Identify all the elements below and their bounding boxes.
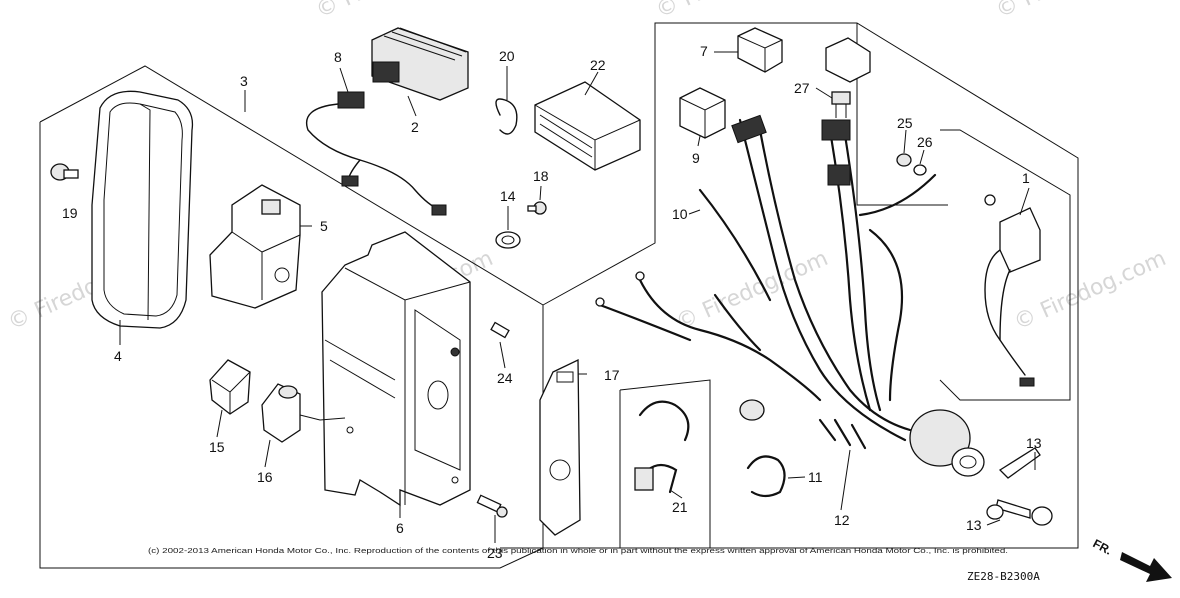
part-5-bracket — [209, 184, 301, 309]
front-direction-label: FR. — [1091, 536, 1115, 557]
watermark-mid: © Firedog.com — [672, 246, 832, 335]
part-7-relay — [737, 27, 783, 73]
callout-26: 26 — [917, 134, 933, 150]
part-20-clip — [495, 98, 518, 135]
part-4-cover — [91, 90, 194, 329]
part-17-plate — [539, 358, 581, 536]
callout-1: 1 — [1022, 170, 1030, 186]
switch-subgroup-outline — [939, 129, 1071, 401]
callout-3: 3 — [240, 73, 248, 89]
callout-21: 21 — [672, 499, 688, 515]
part-12-harness — [595, 114, 937, 450]
callout-25: 25 — [897, 115, 913, 131]
callout-15: 15 — [209, 439, 225, 455]
callout-2: 2 — [411, 119, 419, 135]
part-8-connector-lead — [306, 91, 447, 216]
callout-13-lower: 13 — [966, 517, 982, 533]
part-6-control-panel — [321, 231, 471, 507]
callout-19: 19 — [62, 205, 78, 221]
clamp-subgroup-outline — [619, 379, 711, 548]
callout-27: 27 — [794, 80, 810, 96]
leader-lines — [119, 51, 1036, 543]
watermark-top-left: © Firedog.com — [312, 0, 472, 23]
part-14-clamp — [495, 231, 521, 249]
callout-13-upper: 13 — [1026, 435, 1042, 451]
part-15-switch — [209, 359, 251, 415]
front-direction-indicator: FR. — [1091, 536, 1172, 582]
callout-11: 11 — [808, 469, 823, 485]
part-21-clamp — [634, 400, 690, 494]
part-19-bolt — [50, 163, 79, 181]
watermark-top-mid: © Firedog.com — [652, 0, 812, 23]
callout-10: 10 — [672, 206, 688, 222]
part-26-washer — [913, 164, 927, 176]
callout-labels: 1 2 3 4 5 6 7 8 9 10 11 12 13 13 14 15 1… — [62, 43, 1042, 561]
part-1-switch — [984, 194, 1041, 387]
part-13-key-switch — [909, 409, 1053, 526]
callout-23: 23 — [487, 545, 503, 561]
part-2-regulator — [371, 27, 469, 101]
part-25-nut — [896, 153, 912, 167]
callout-22: 22 — [590, 57, 606, 73]
callout-8: 8 — [334, 49, 342, 65]
part-27-fuse-holder — [825, 37, 871, 118]
callout-16: 16 — [257, 469, 273, 485]
callout-7: 7 — [700, 43, 708, 59]
callout-24: 24 — [497, 370, 513, 386]
part-24-screw — [490, 321, 510, 339]
watermark-top-right: © Firedog.com — [992, 0, 1152, 23]
callout-18: 18 — [533, 168, 549, 184]
part-18-screw — [527, 201, 547, 215]
callout-12: 12 — [834, 512, 850, 528]
part-11-grommet — [739, 399, 786, 498]
front-arrow-icon — [1120, 552, 1172, 582]
part-9-socket — [679, 87, 726, 139]
callout-5: 5 — [320, 218, 328, 234]
callout-14: 14 — [500, 188, 516, 204]
callout-6: 6 — [396, 520, 404, 536]
callout-9: 9 — [692, 150, 700, 166]
part-23-screw — [476, 494, 508, 518]
part-16-breaker — [261, 383, 346, 443]
callout-4: 4 — [114, 348, 122, 364]
relay-subgroup-outline — [856, 23, 948, 206]
callout-20: 20 — [499, 48, 515, 64]
diagram-code: ZE28-B2300A — [967, 570, 1040, 583]
assembly-outlines — [39, 22, 1079, 569]
callout-17: 17 — [604, 367, 620, 383]
part-22-block — [534, 81, 641, 171]
copyright-notice: (c) 2002-2013 American Honda Motor Co., … — [148, 546, 1008, 555]
